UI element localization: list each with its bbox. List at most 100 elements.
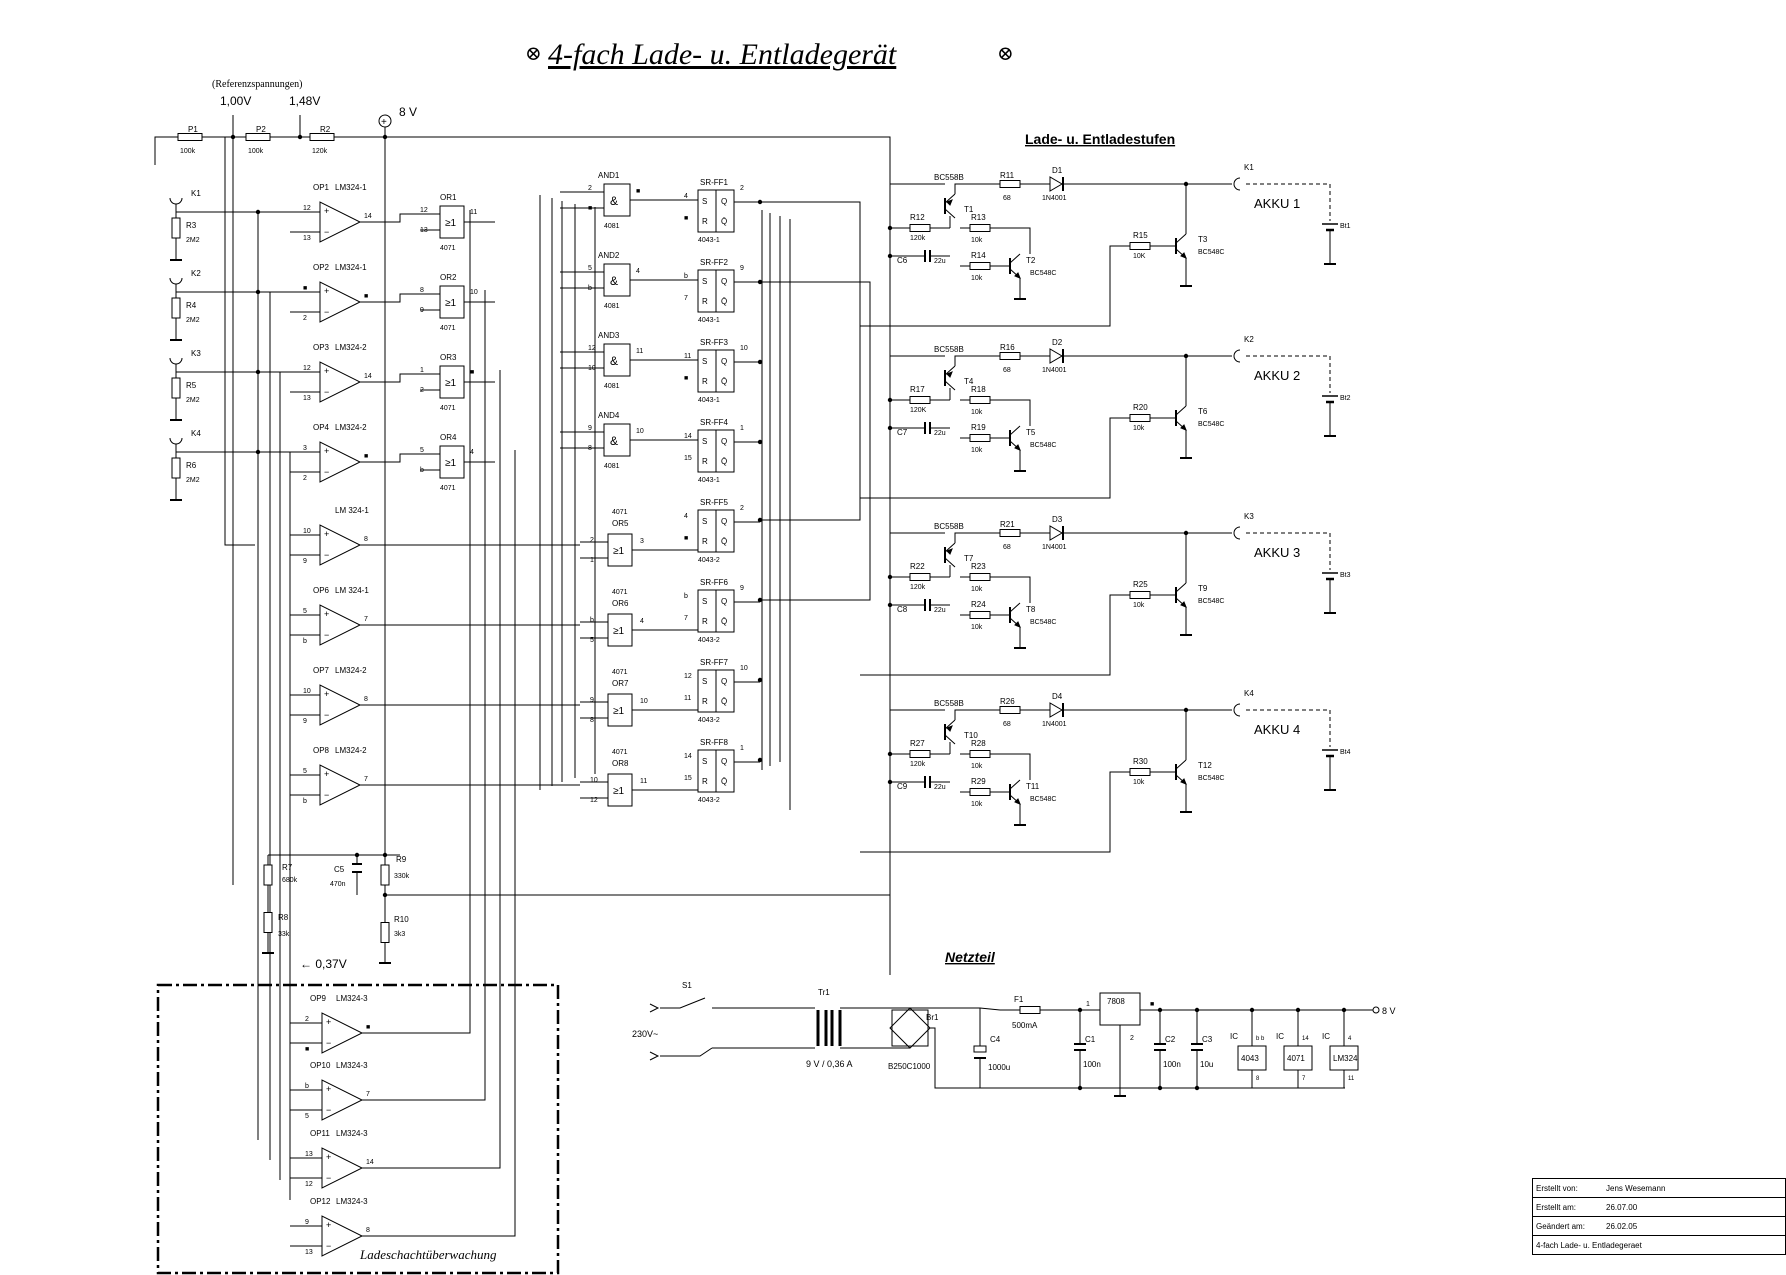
npn-discharge-type-2: BC548C xyxy=(1198,421,1224,428)
opamp-pin-minus-2: 2 xyxy=(303,315,307,322)
ff-pin-r-3: R xyxy=(702,377,708,386)
input-resistor-3 xyxy=(171,377,181,399)
r-a-name-4: R28 xyxy=(971,739,986,748)
discharge-resistor-value-2: 10k xyxy=(1133,425,1145,432)
monitor-opamp-pin-a-3: 13 xyxy=(305,1151,313,1158)
series-resistor-value-4: 68 xyxy=(1003,721,1011,728)
supply-ic-label-3: IC xyxy=(1322,1032,1330,1041)
monitor-opamp-pin-out-1: ■ xyxy=(366,1024,370,1031)
wire xyxy=(360,293,440,303)
ff-pin-qbar-5: Q̄ xyxy=(721,537,727,546)
psu-cap-value-3: 10u xyxy=(1200,1060,1213,1069)
ff-pin-r-7: R xyxy=(702,697,708,706)
potentiometer-2 xyxy=(245,133,271,141)
ff-pin-s-8: S xyxy=(702,757,707,766)
pot-name-2: P2 xyxy=(256,125,266,134)
junction-dot xyxy=(1249,1007,1255,1013)
transistor-arrow xyxy=(1014,621,1021,628)
monitor-opamp-pin-a-2: b xyxy=(305,1083,309,1090)
cap-name-3: C8 xyxy=(897,605,908,614)
cap-c4-value: 1000u xyxy=(988,1063,1010,1072)
series-resistor-name-4: R26 xyxy=(1000,697,1015,706)
junction-dot xyxy=(1341,1007,1347,1013)
monitor-opamp-name-4: OP12 xyxy=(310,1197,331,1206)
ff-pin-q-num-2: 9 xyxy=(740,265,744,272)
divider-r8 xyxy=(263,912,273,933)
or-gate-3 xyxy=(439,365,465,399)
and-gate-pin-b-3: 10 xyxy=(588,365,596,372)
transistor-collector xyxy=(944,557,956,568)
ff-pin-r-num-6: 7 xyxy=(684,615,688,622)
wire xyxy=(954,709,990,720)
opamp-pin-out-4: ■ xyxy=(364,453,368,460)
opamp-1 xyxy=(319,201,362,243)
ff-pin-s-num-6: b xyxy=(684,593,688,600)
opamp-pin-minus-4: 2 xyxy=(303,475,307,482)
base-resistor-value-2: 120K xyxy=(910,407,927,414)
base-resistor-name-3: R22 xyxy=(910,562,925,571)
and-gate-ic-4: 4081 xyxy=(604,463,620,470)
ff-name-1: SR-FF1 xyxy=(700,178,729,187)
bridge-name: Br1 xyxy=(926,1013,939,1022)
diode-type-2: 1N4001 xyxy=(1042,367,1067,374)
series-resistor-name-1: R11 xyxy=(1000,171,1015,180)
or-gate-pin-b-8: 12 xyxy=(590,797,598,804)
psu-output-voltage: 8 V xyxy=(1382,1006,1396,1016)
wire xyxy=(360,373,440,383)
wire xyxy=(930,1027,980,1089)
ff-feedback-1 xyxy=(760,201,861,521)
supply-ic-3 xyxy=(1329,1045,1359,1071)
ff-pin-q-2: Q xyxy=(721,277,727,286)
monitor-opamp-name-3: OP11 xyxy=(310,1129,330,1138)
ff-pin-qbar-3: Q̄ xyxy=(721,377,727,386)
npn-drive-type-4: BC548C xyxy=(1030,796,1056,803)
and-gate-name-1: AND1 xyxy=(598,171,620,180)
opamp-plus-sign: + xyxy=(324,769,329,779)
output-terminal-4: K4 xyxy=(1244,689,1254,698)
npn-drive-name-2: T5 xyxy=(1026,428,1036,437)
monitor-opamp-pin-b-1: ■ xyxy=(305,1046,309,1053)
transistor-arrow xyxy=(1180,424,1187,431)
input-jack-2 xyxy=(169,277,183,285)
ff-pin-qbar-7: Q̄ xyxy=(721,697,727,706)
transistor-emitter xyxy=(944,542,956,553)
and-gate-pin-b-2: b xyxy=(588,285,592,292)
transformer-name: Tr1 xyxy=(818,988,830,997)
supply-ic-pin-top-3: 4 xyxy=(1348,1036,1352,1042)
input-terminal-label-3: K3 xyxy=(191,349,201,358)
or-gate-pin-out-8: 11 xyxy=(640,778,647,785)
divider-r7-name: R7 xyxy=(282,863,293,872)
and-gate-pin-b-1: ■ xyxy=(588,205,592,212)
and-gate-ic-2: 4081 xyxy=(604,303,620,310)
or-gate-pin-b-4: b xyxy=(420,467,424,474)
opamp-ic-7: LM324-2 xyxy=(335,666,367,675)
battery-label-1: AKKU 1 xyxy=(1254,196,1300,211)
input-resistor-value-4: 2M2 xyxy=(186,477,200,484)
pnp-name-4: T10 xyxy=(964,731,978,740)
battery-name-2: Bt2 xyxy=(1340,395,1351,402)
opamp-plus-sign: + xyxy=(324,609,329,619)
ff-ic-4: 4043-1 xyxy=(698,477,720,484)
regulator-pin-gnd: 2 xyxy=(1130,1035,1134,1042)
r-b-name-2: R19 xyxy=(971,423,986,432)
diode-3 xyxy=(1049,525,1063,541)
or-gate-pin-a-4: 5 xyxy=(420,447,424,454)
divider-c5-name: C5 xyxy=(334,865,345,874)
or-gate-pin-out-3: ■ xyxy=(470,369,474,376)
divider-r10-name: R10 xyxy=(394,915,409,924)
divider-r7-value: 680k xyxy=(282,877,298,884)
junction-dot xyxy=(887,751,893,757)
wire xyxy=(1246,709,1331,747)
regulator-7808 xyxy=(1099,992,1141,1026)
series-resistor-name-2: R16 xyxy=(1000,343,1015,352)
ff-pin-qbar-1: Q̄ xyxy=(721,217,727,226)
npn-discharge-name-4: T12 xyxy=(1198,761,1212,770)
junction-dot xyxy=(1157,1085,1163,1091)
ff-ic-3: 4043-1 xyxy=(698,397,720,404)
and-gate-2 xyxy=(603,263,631,297)
ff-pin-r-num-2: 7 xyxy=(684,295,688,302)
mains-arrow-2 xyxy=(649,1051,660,1061)
changed-on-label: Geändert am: xyxy=(1536,1221,1585,1231)
battery-name-4: Bt4 xyxy=(1340,749,1351,756)
ff-name-6: SR-FF6 xyxy=(700,578,729,587)
